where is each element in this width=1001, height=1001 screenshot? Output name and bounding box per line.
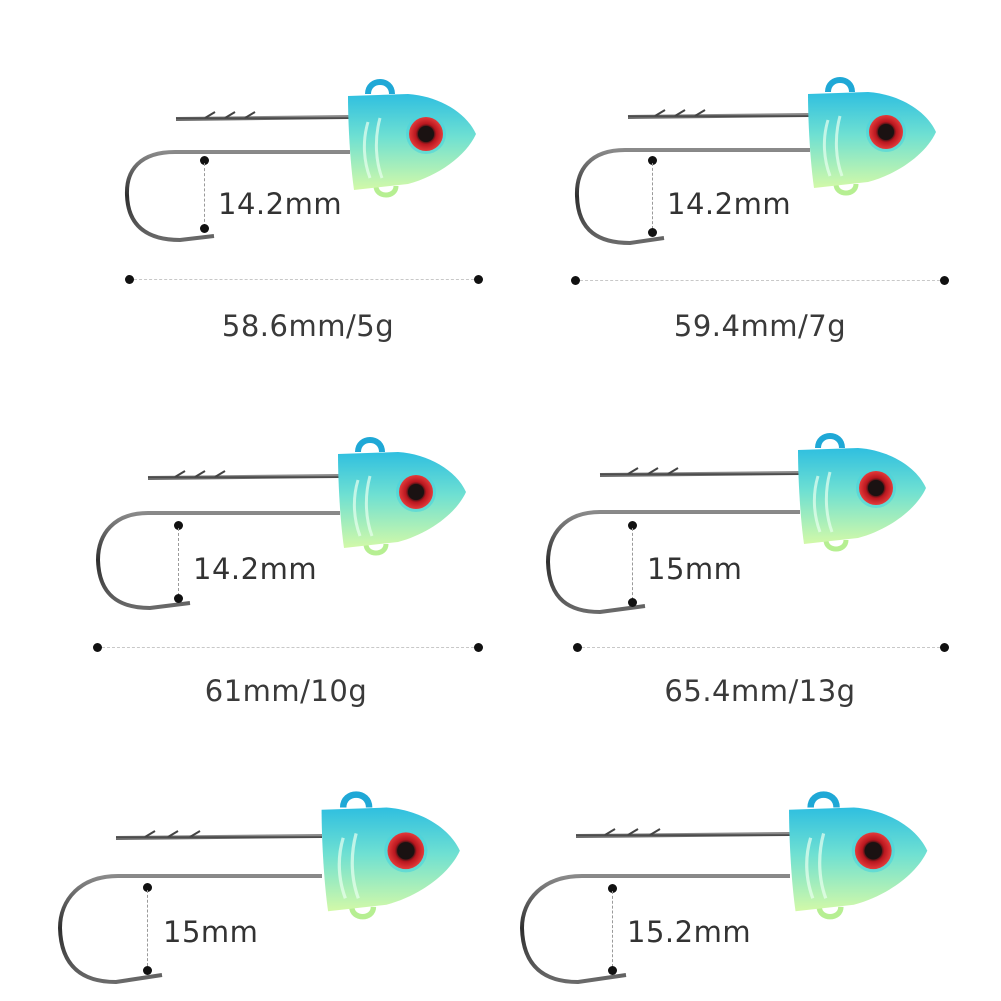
gap-dashed-line [178, 528, 179, 596]
gap-label: 15.2mm [627, 915, 752, 949]
gap-dot-bottom [174, 594, 183, 603]
gap-label: 15mm [647, 552, 743, 586]
jig-head-hook-icon [574, 0, 1001, 246]
size-weight-label: 65.4mm/13g [664, 674, 856, 708]
gap-label: 15mm [163, 915, 259, 949]
gap-dot-top [174, 521, 183, 530]
size-weight-label: 61mm/10g [204, 674, 368, 708]
gap-label: 14.2mm [193, 552, 318, 586]
size-weight-label: 58.6mm/5g [221, 309, 395, 343]
gap-dot-top [200, 156, 209, 165]
lure-3 [0, 0, 500, 640]
gap-dot-top [608, 884, 617, 893]
length-dot-right [474, 275, 483, 284]
gap-dot-top [648, 156, 657, 165]
gap-dot-bottom [200, 224, 209, 233]
gap-dashed-line [147, 890, 148, 966]
gap-dashed-line [204, 163, 205, 227]
lure-2 [0, 0, 1001, 260]
length-dot-left [93, 643, 102, 652]
length-dashed-line [134, 279, 474, 280]
length-dot-left [571, 276, 580, 285]
gap-dot-top [143, 883, 152, 892]
gap-dot-bottom [648, 228, 657, 237]
gap-label: 14.2mm [218, 187, 343, 221]
gap-dashed-line [612, 891, 613, 967]
gap-dot-top [628, 521, 637, 530]
lure-4 [545, 0, 1001, 615]
length-dot-left [573, 643, 582, 652]
jig-head-hook-icon [57, 0, 500, 985]
length-dashed-line [102, 647, 474, 648]
length-dashed-line [582, 647, 940, 648]
gap-label: 14.2mm [667, 187, 792, 221]
length-dashed-line [580, 280, 940, 281]
lure-5 [0, 0, 500, 1001]
jig-head-hook-icon [95, 0, 500, 611]
size-weight-label: 59.4mm/7g [673, 309, 847, 343]
gap-dashed-line [652, 163, 653, 229]
length-dot-left [125, 275, 134, 284]
jig-head-hook-icon [545, 0, 1001, 615]
length-dot-right [940, 643, 949, 652]
jig-head-hook-icon [124, 0, 500, 243]
length-dot-right [940, 276, 949, 285]
gap-dot-bottom [628, 598, 637, 607]
gap-dashed-line [632, 528, 633, 600]
length-dot-right [474, 643, 483, 652]
gap-dot-bottom [608, 966, 617, 975]
gap-dot-bottom [143, 966, 152, 975]
lure-1 [0, 0, 500, 260]
